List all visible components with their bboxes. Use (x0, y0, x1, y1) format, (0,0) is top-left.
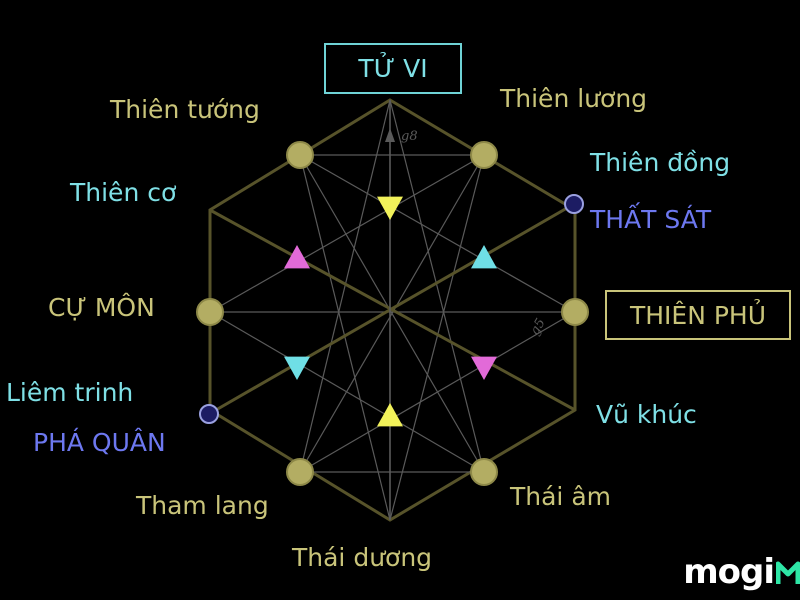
triangle-down-yellow-icon (377, 196, 403, 220)
guide-line (389, 99, 485, 473)
diagonal-pha-quan-that-sat (208, 202, 575, 416)
watermark-logo: mogi (683, 552, 775, 592)
star-dot-that-sat (564, 194, 584, 214)
guide-line (299, 154, 485, 473)
axis-mark-diagonal: g5 (527, 316, 548, 338)
triangle-up-cyan-icon (471, 245, 497, 269)
triangle-up-pink-icon (284, 245, 310, 269)
label-that-sat: THẤT SÁT (590, 205, 712, 234)
thien-phu-box: THIÊN PHỦ (605, 290, 791, 340)
watermark-mark-icon (776, 561, 800, 584)
star-dot-thai-am (470, 458, 498, 486)
label-cu-mon: CỰ MÔN (48, 293, 155, 322)
guide-line (299, 99, 391, 473)
label-thai-am: Thái âm (510, 482, 612, 511)
label-tham-lang: Tham lang (136, 491, 269, 520)
label-pha-quan: PHÁ QUÂN (33, 428, 166, 457)
label-liem-trinh: Liêm trinh (6, 378, 134, 407)
label-thien-tuong: Thiên tướng (110, 95, 260, 124)
guide-line (299, 154, 576, 313)
axis-mark-vertical: g8 (401, 129, 418, 144)
watermark-text: mogi (683, 552, 775, 592)
guide-line (299, 311, 576, 473)
triangle-down-cyan-icon (284, 356, 310, 380)
label-thien-dong: Thiên đồng (590, 148, 731, 177)
triangle-down-pink-icon (471, 356, 497, 380)
star-dot-cu-mon (196, 298, 224, 326)
triangle-up-yellow-icon (377, 403, 403, 427)
guide-line (209, 154, 485, 313)
star-dot-thien-tuong (286, 141, 314, 169)
star-dot-pha-quan (199, 404, 219, 424)
guide-line (299, 154, 391, 521)
label-thien-co: Thiên cơ (70, 178, 177, 207)
star-dot-tham-lang (286, 458, 314, 486)
star-dot-thien-phu (561, 298, 589, 326)
label-thai-duong: Thái dương (292, 543, 433, 572)
guide-line (389, 154, 485, 521)
tu-vi-box: TỬ VI (324, 43, 462, 94)
label-vu-khuc: Vũ khúc (596, 400, 697, 429)
axis-arrow-icon (385, 128, 395, 142)
label-thien-luong: Thiên lương (500, 84, 648, 113)
guide-line (209, 311, 485, 473)
star-dot-thien-luong (470, 141, 498, 169)
